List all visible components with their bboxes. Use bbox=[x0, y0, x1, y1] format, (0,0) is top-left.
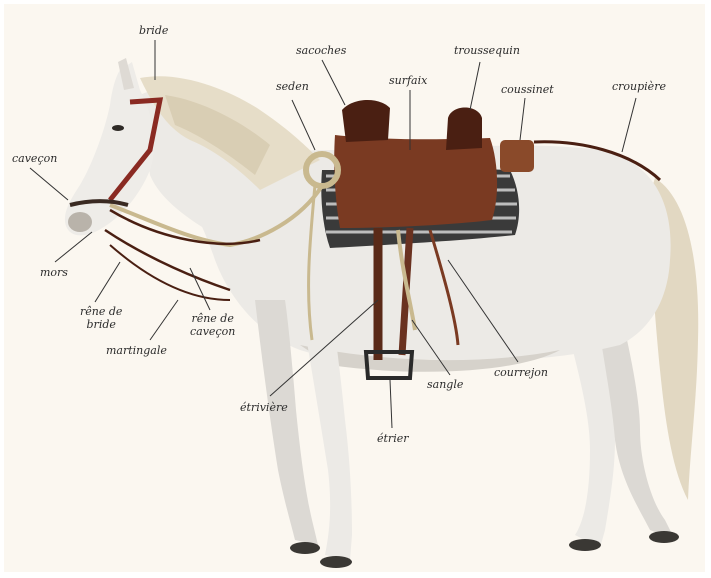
leader-coussinet bbox=[520, 98, 525, 140]
leader-cavecon bbox=[30, 168, 68, 200]
horse-head bbox=[65, 62, 154, 235]
label-rene-de-bride-line1: rêne de bbox=[80, 305, 122, 318]
label-martingale: martingale bbox=[106, 344, 167, 357]
hoof-3 bbox=[569, 539, 601, 551]
horse-muzzle bbox=[68, 212, 92, 232]
label-troussequin: troussequin bbox=[454, 44, 520, 57]
label-cavecon: caveçon bbox=[12, 152, 57, 165]
label-etriviere: étrivière bbox=[240, 401, 288, 414]
leader-martingale bbox=[150, 300, 178, 340]
label-mors: mors bbox=[40, 266, 68, 279]
label-sangle: sangle bbox=[427, 378, 463, 391]
label-croupiere: croupière bbox=[612, 80, 666, 93]
label-courrejon: courrejon bbox=[494, 366, 548, 379]
label-rene-de-bride: rêne de bride bbox=[80, 305, 122, 331]
label-rene-de-cavecon-line1: rêne de bbox=[190, 312, 235, 325]
saddle-pommel bbox=[342, 100, 390, 142]
label-sacoches: sacoches bbox=[296, 44, 346, 57]
label-seden: seden bbox=[276, 80, 309, 93]
leader-mors bbox=[55, 232, 92, 262]
hoof-1 bbox=[290, 542, 320, 554]
label-etrier: étrier bbox=[377, 432, 408, 445]
coussinet-bag bbox=[500, 140, 534, 172]
leader-rene-de-cavecon bbox=[190, 268, 210, 310]
leader-sacoches bbox=[322, 60, 345, 105]
leader-etrier bbox=[390, 380, 392, 428]
label-coussinet: coussinet bbox=[501, 83, 554, 96]
label-bride: bride bbox=[139, 24, 168, 37]
horse-eye bbox=[112, 125, 124, 131]
label-rene-de-bride-line2: bride bbox=[80, 318, 122, 331]
martingale-strap bbox=[110, 245, 230, 300]
hoof-4 bbox=[649, 531, 679, 543]
saddle-cantle bbox=[446, 108, 482, 151]
label-rene-de-cavecon: rêne de caveçon bbox=[190, 312, 235, 338]
leader-rene-de-bride bbox=[95, 262, 120, 302]
label-rene-de-cavecon-line2: caveçon bbox=[190, 325, 235, 338]
leader-croupiere bbox=[622, 98, 636, 152]
leader-troussequin bbox=[470, 62, 480, 110]
saddle-seat bbox=[334, 135, 497, 228]
label-surfaix: surfaix bbox=[389, 74, 427, 87]
hoof-2 bbox=[320, 556, 352, 568]
